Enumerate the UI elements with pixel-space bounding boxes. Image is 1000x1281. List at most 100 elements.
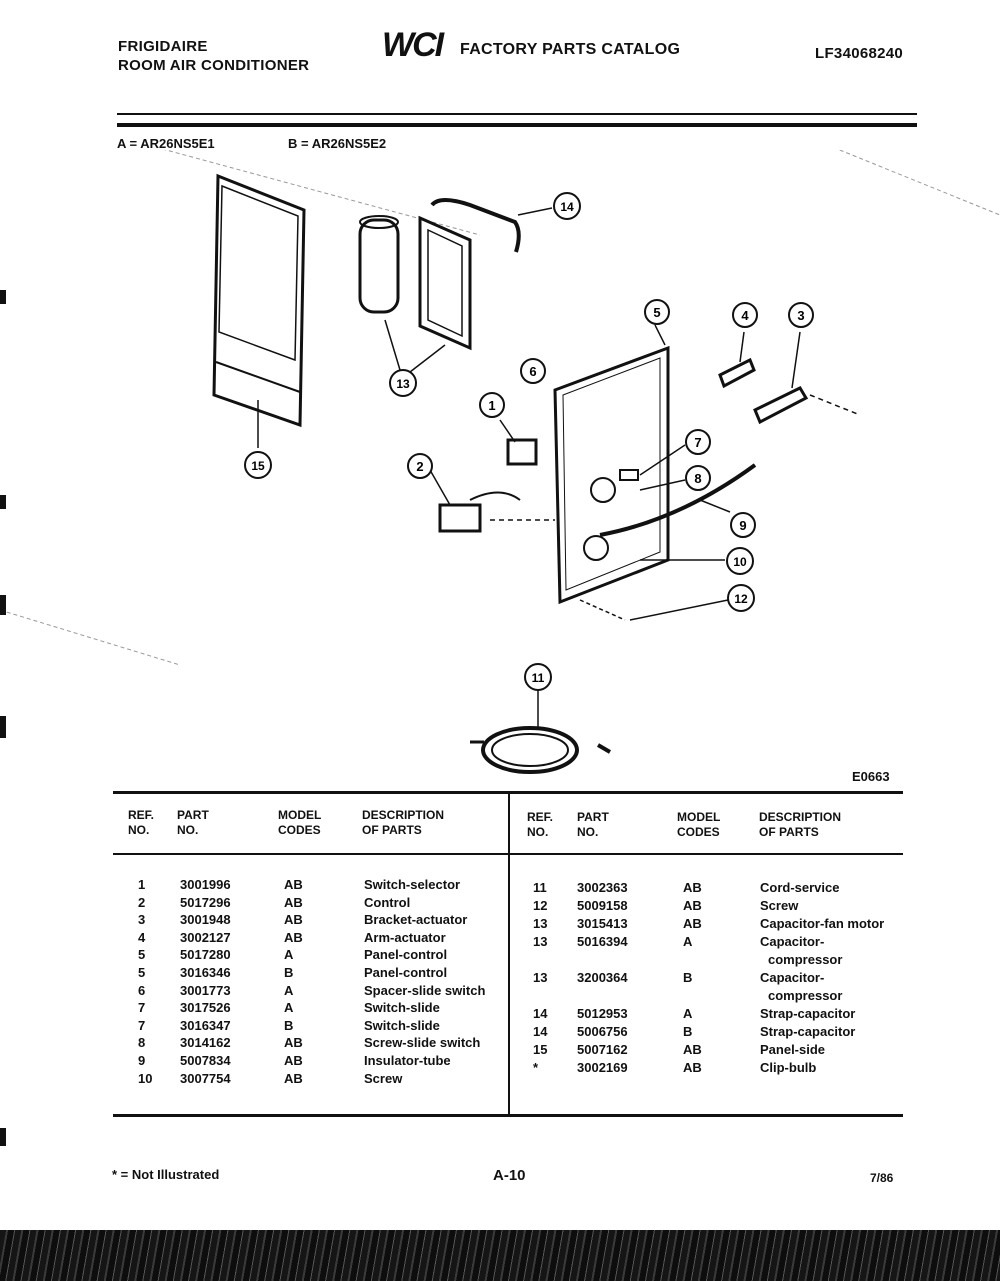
scan-edge-mark xyxy=(0,495,6,509)
callout-3: 3 xyxy=(788,302,814,328)
ref-cell: 2 xyxy=(138,894,146,910)
description-cell: Panel-side xyxy=(760,1042,826,1057)
service-cord-part xyxy=(470,690,612,774)
part-number-cell: 3002127 xyxy=(180,929,231,945)
header-part-right: PART NO. xyxy=(577,810,609,839)
header-rule-thick xyxy=(117,123,917,127)
callout-9: 9 xyxy=(730,512,756,538)
switch-selector-part xyxy=(499,419,538,466)
description-cell-continued: compressor xyxy=(768,988,843,1003)
ref-cell: 12 xyxy=(533,898,548,913)
svg-text:7: 7 xyxy=(694,435,701,450)
model-code-cell: AB xyxy=(284,1035,303,1051)
description-cell: Insulator-tube xyxy=(364,1053,451,1068)
table-top-rule xyxy=(113,791,903,794)
callout-4: 4 xyxy=(732,302,758,328)
ref-cell: 1 xyxy=(138,877,146,892)
catalog-number: LF34068240 xyxy=(815,45,904,62)
description-cell: Panel-control xyxy=(364,947,448,963)
svg-text:4: 4 xyxy=(741,308,749,323)
model-code-cell: AB xyxy=(284,1053,303,1068)
description-cell: Capacitor- xyxy=(760,934,825,949)
page-number: A-10 xyxy=(493,1167,526,1184)
description-cell: Screw-slide switch xyxy=(364,1035,481,1051)
ref-cell: 3 xyxy=(138,912,146,928)
model-code-cell: A xyxy=(683,1006,693,1021)
model-code-cell: AB xyxy=(683,1042,702,1057)
part-number-cell: 3001773 xyxy=(180,982,231,998)
svg-text:11: 11 xyxy=(532,671,545,685)
ref-cell: 10 xyxy=(138,1070,153,1086)
description-cell: Strap-capacitor xyxy=(760,1024,856,1039)
ref-cell: 14 xyxy=(533,1006,548,1021)
callout-8: 8 xyxy=(685,465,711,491)
model-code-cell: A xyxy=(284,947,294,963)
strap-capacitor-part xyxy=(430,198,553,253)
ref-cell: 7 xyxy=(138,1000,146,1016)
description-cell: Capacitor-fan motor xyxy=(760,916,885,931)
model-code-cell: A xyxy=(284,1000,294,1016)
svg-text:10: 10 xyxy=(733,555,747,569)
description-cell: Panel-control xyxy=(364,965,448,980)
description-cell: Switch-slide xyxy=(364,1000,440,1016)
header-ref-left: REF. NO. xyxy=(128,808,155,837)
callout-13: 13 xyxy=(389,369,417,397)
ref-cell: 4 xyxy=(138,929,146,945)
description-cell: Capacitor- xyxy=(760,970,825,985)
ref-cell: 6 xyxy=(138,982,146,998)
ref-cell: 15 xyxy=(533,1042,548,1057)
part-number-cell: 3016346 xyxy=(180,965,231,980)
control-part xyxy=(429,469,555,533)
scan-edge-mark xyxy=(0,290,6,304)
scan-edge-mark xyxy=(0,595,6,615)
svg-text:12: 12 xyxy=(734,592,748,606)
ref-cell: 13 xyxy=(533,934,548,949)
part-number-cell: 3007754 xyxy=(180,1070,231,1086)
callout-14: 14 xyxy=(553,192,581,220)
part-number-cell: 3015413 xyxy=(577,916,628,931)
wci-logo: WCI xyxy=(382,26,444,64)
description-cell-continued: compressor xyxy=(768,952,843,967)
model-code-cell: AB xyxy=(683,880,702,895)
callout-5: 5 xyxy=(644,299,670,325)
model-code-cell: AB xyxy=(284,912,303,928)
model-code-cell: AB xyxy=(284,929,303,945)
description-cell: Strap-capacitor xyxy=(760,1006,856,1021)
description-cell: Cord-service xyxy=(760,880,840,895)
model-code-cell: A xyxy=(284,982,294,998)
table-column-divider xyxy=(508,793,510,1115)
header-rule-thin xyxy=(117,113,917,115)
part-number-cell: 5017296 xyxy=(180,894,231,910)
svg-text:6: 6 xyxy=(529,364,536,379)
header-model-right: MODEL CODES xyxy=(677,810,721,839)
svg-text:13: 13 xyxy=(396,377,410,391)
description-cell: Screw xyxy=(760,898,799,913)
model-code-cell: B xyxy=(683,1024,693,1039)
callout-15: 15 xyxy=(244,451,272,479)
bracket-actuator-part xyxy=(753,331,861,425)
brand-name: FRIGIDAIRE xyxy=(118,38,208,55)
part-number-cell: 5009158 xyxy=(577,898,628,913)
description-cell: Screw xyxy=(364,1070,403,1086)
scan-edge-mark xyxy=(0,716,6,738)
model-code-cell: B xyxy=(284,1017,294,1033)
part-number-cell: 3017526 xyxy=(180,1000,231,1016)
ref-cell: 11 xyxy=(533,880,547,895)
part-number-cell: 3016347 xyxy=(180,1017,231,1033)
part-number-cell: 3014162 xyxy=(180,1035,231,1051)
header-desc-right: DESCRIPTION OF PARTS xyxy=(759,810,842,839)
model-code-cell: AB xyxy=(683,916,702,931)
model-a-label: A = AR26NS5E1 xyxy=(117,136,215,151)
description-cell: Bracket-actuator xyxy=(364,912,468,928)
part-number-cell: 5006756 xyxy=(577,1024,628,1039)
callout-7: 7 xyxy=(685,429,711,455)
part-number-cell: 3002169 xyxy=(577,1060,628,1075)
catalog-page: FRIGIDAIRE ROOM AIR CONDITIONER WCI FACT… xyxy=(0,0,1000,1230)
not-illustrated-note: * = Not Illustrated xyxy=(112,1167,220,1182)
description-cell: Switch-selector xyxy=(364,877,461,892)
ref-cell: 13 xyxy=(533,970,548,985)
description-cell: Control xyxy=(364,894,411,910)
ref-cell: 13 xyxy=(533,916,548,931)
part-number-cell: 3001996 xyxy=(180,877,231,892)
scan-edge-mark xyxy=(0,1128,6,1146)
